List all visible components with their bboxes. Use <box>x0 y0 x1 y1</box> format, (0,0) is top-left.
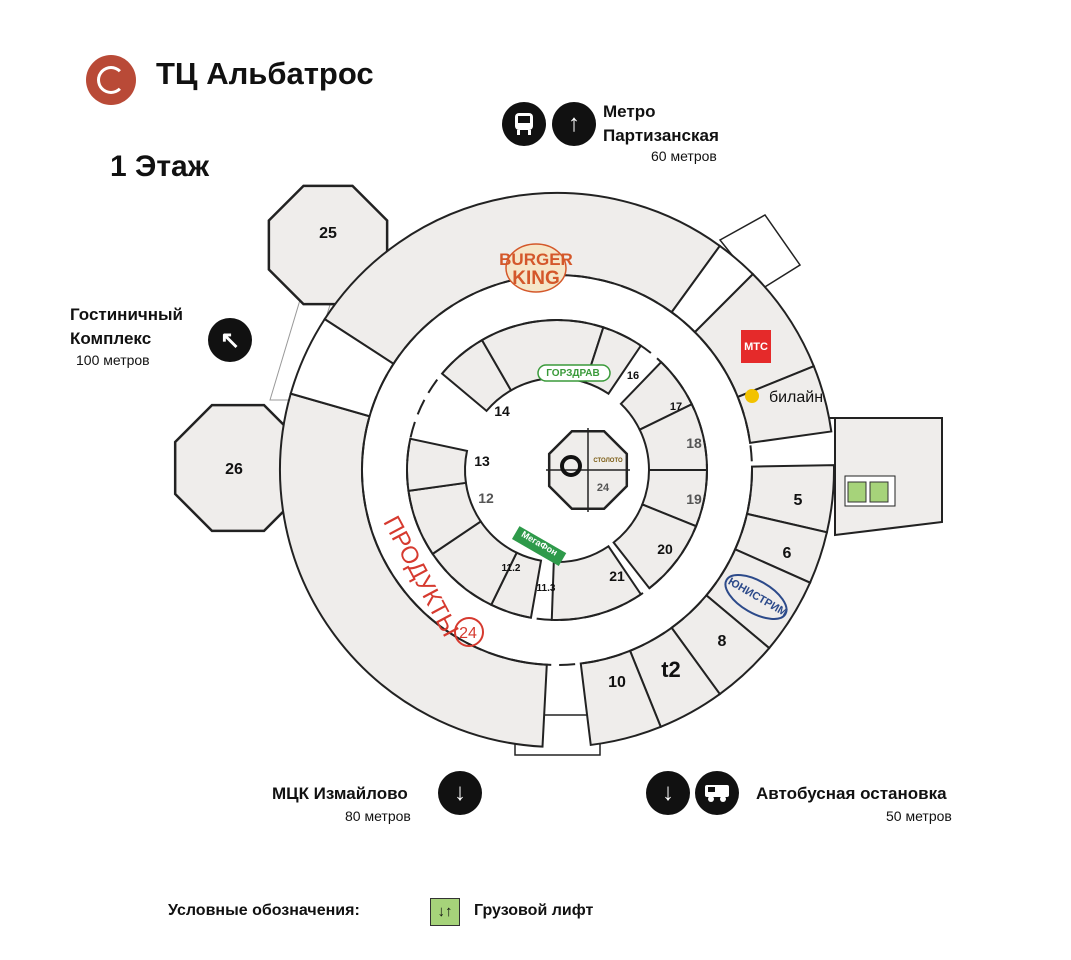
bus-icon <box>695 771 739 815</box>
produkty-number: 24 <box>459 625 477 642</box>
beeline-icon <box>745 389 759 403</box>
room-11-3[interactable]: 11.3 <box>537 583 556 594</box>
train-icon <box>502 102 546 146</box>
mts-logo-block <box>741 330 771 363</box>
room-26[interactable]: 26 <box>225 461 243 478</box>
room-18[interactable]: 18 <box>686 435 702 451</box>
room-10[interactable]: 10 <box>608 674 626 691</box>
room-24[interactable]: 24 <box>597 482 610 494</box>
mall-logo <box>86 55 136 105</box>
burger-king-logo[interactable]: BURGER <box>499 250 573 269</box>
produkty-shape <box>279 392 548 748</box>
unistream-badge <box>724 574 788 620</box>
room-14[interactable]: 14 <box>494 403 510 419</box>
hotel-name-2: Комплекс <box>70 329 152 348</box>
gorzdrav-logo[interactable]: ГОРЗДРАВ <box>546 368 599 379</box>
burger-king-bun <box>505 243 567 293</box>
arrow-up-icon: ↑ <box>552 102 596 146</box>
room-25[interactable]: 25 <box>319 225 337 242</box>
metro-name-2: Партизанская <box>603 126 719 145</box>
room-17[interactable]: 17 <box>670 401 682 413</box>
gorzdrav-badge <box>537 364 611 382</box>
room-5[interactable]: 5 <box>794 492 803 509</box>
arrow-left-up-icon: ↖ <box>208 318 252 362</box>
mcc-distance: 80 метров <box>345 808 411 824</box>
room-10-shape <box>579 649 663 747</box>
room-11-2[interactable]: 11.2 <box>502 563 521 574</box>
t2-logo[interactable]: t2 <box>661 657 681 682</box>
room-20[interactable]: 20 <box>657 541 673 557</box>
mts-logo[interactable]: МТС <box>744 341 768 353</box>
room-13[interactable]: 13 <box>474 453 490 469</box>
mcc-name: МЦК Измайлово <box>272 784 408 803</box>
freight-lift-icon <box>847 481 867 503</box>
room-12[interactable]: 12 <box>478 490 494 506</box>
burger-king-logo-2[interactable]: KING <box>512 268 560 289</box>
floor-label: 1 Этаж <box>110 150 210 183</box>
room-19[interactable]: 19 <box>686 491 702 507</box>
arrow-down-icon: ↓ <box>646 771 690 815</box>
page-title: ТЦ Альбатрос <box>156 56 374 91</box>
hotel-name: Гостиничный <box>70 305 184 324</box>
room-21[interactable]: 21 <box>609 568 625 584</box>
metro-name: Метро <box>603 102 656 121</box>
megafon-badge <box>511 526 567 567</box>
room-6[interactable]: 6 <box>783 545 792 562</box>
legend-freight-lift: Грузовой лифт <box>474 902 594 919</box>
freight-lift-icon: ↓↑ <box>430 898 460 926</box>
beeline-logo[interactable]: билайн <box>769 389 823 406</box>
room-8[interactable]: 8 <box>718 633 727 650</box>
bus-name: Автобусная остановка <box>756 784 947 803</box>
arrow-down-icon: ↓ <box>438 771 482 815</box>
legend-label: Условные обозначения: <box>168 902 360 919</box>
freight-lift-icon <box>869 481 889 503</box>
metro-distance: 60 метров <box>651 148 717 164</box>
stoloto-logo[interactable]: СТОЛОТО <box>593 458 623 464</box>
produkty-24-circle <box>454 617 484 647</box>
hotel-distance: 100 метров <box>76 352 150 368</box>
walkway-edge <box>406 319 708 621</box>
bus-distance: 50 метров <box>886 808 952 824</box>
room-13-shape <box>406 437 469 493</box>
center-kiosk-logo <box>560 455 582 477</box>
room-16[interactable]: 16 <box>627 370 639 382</box>
